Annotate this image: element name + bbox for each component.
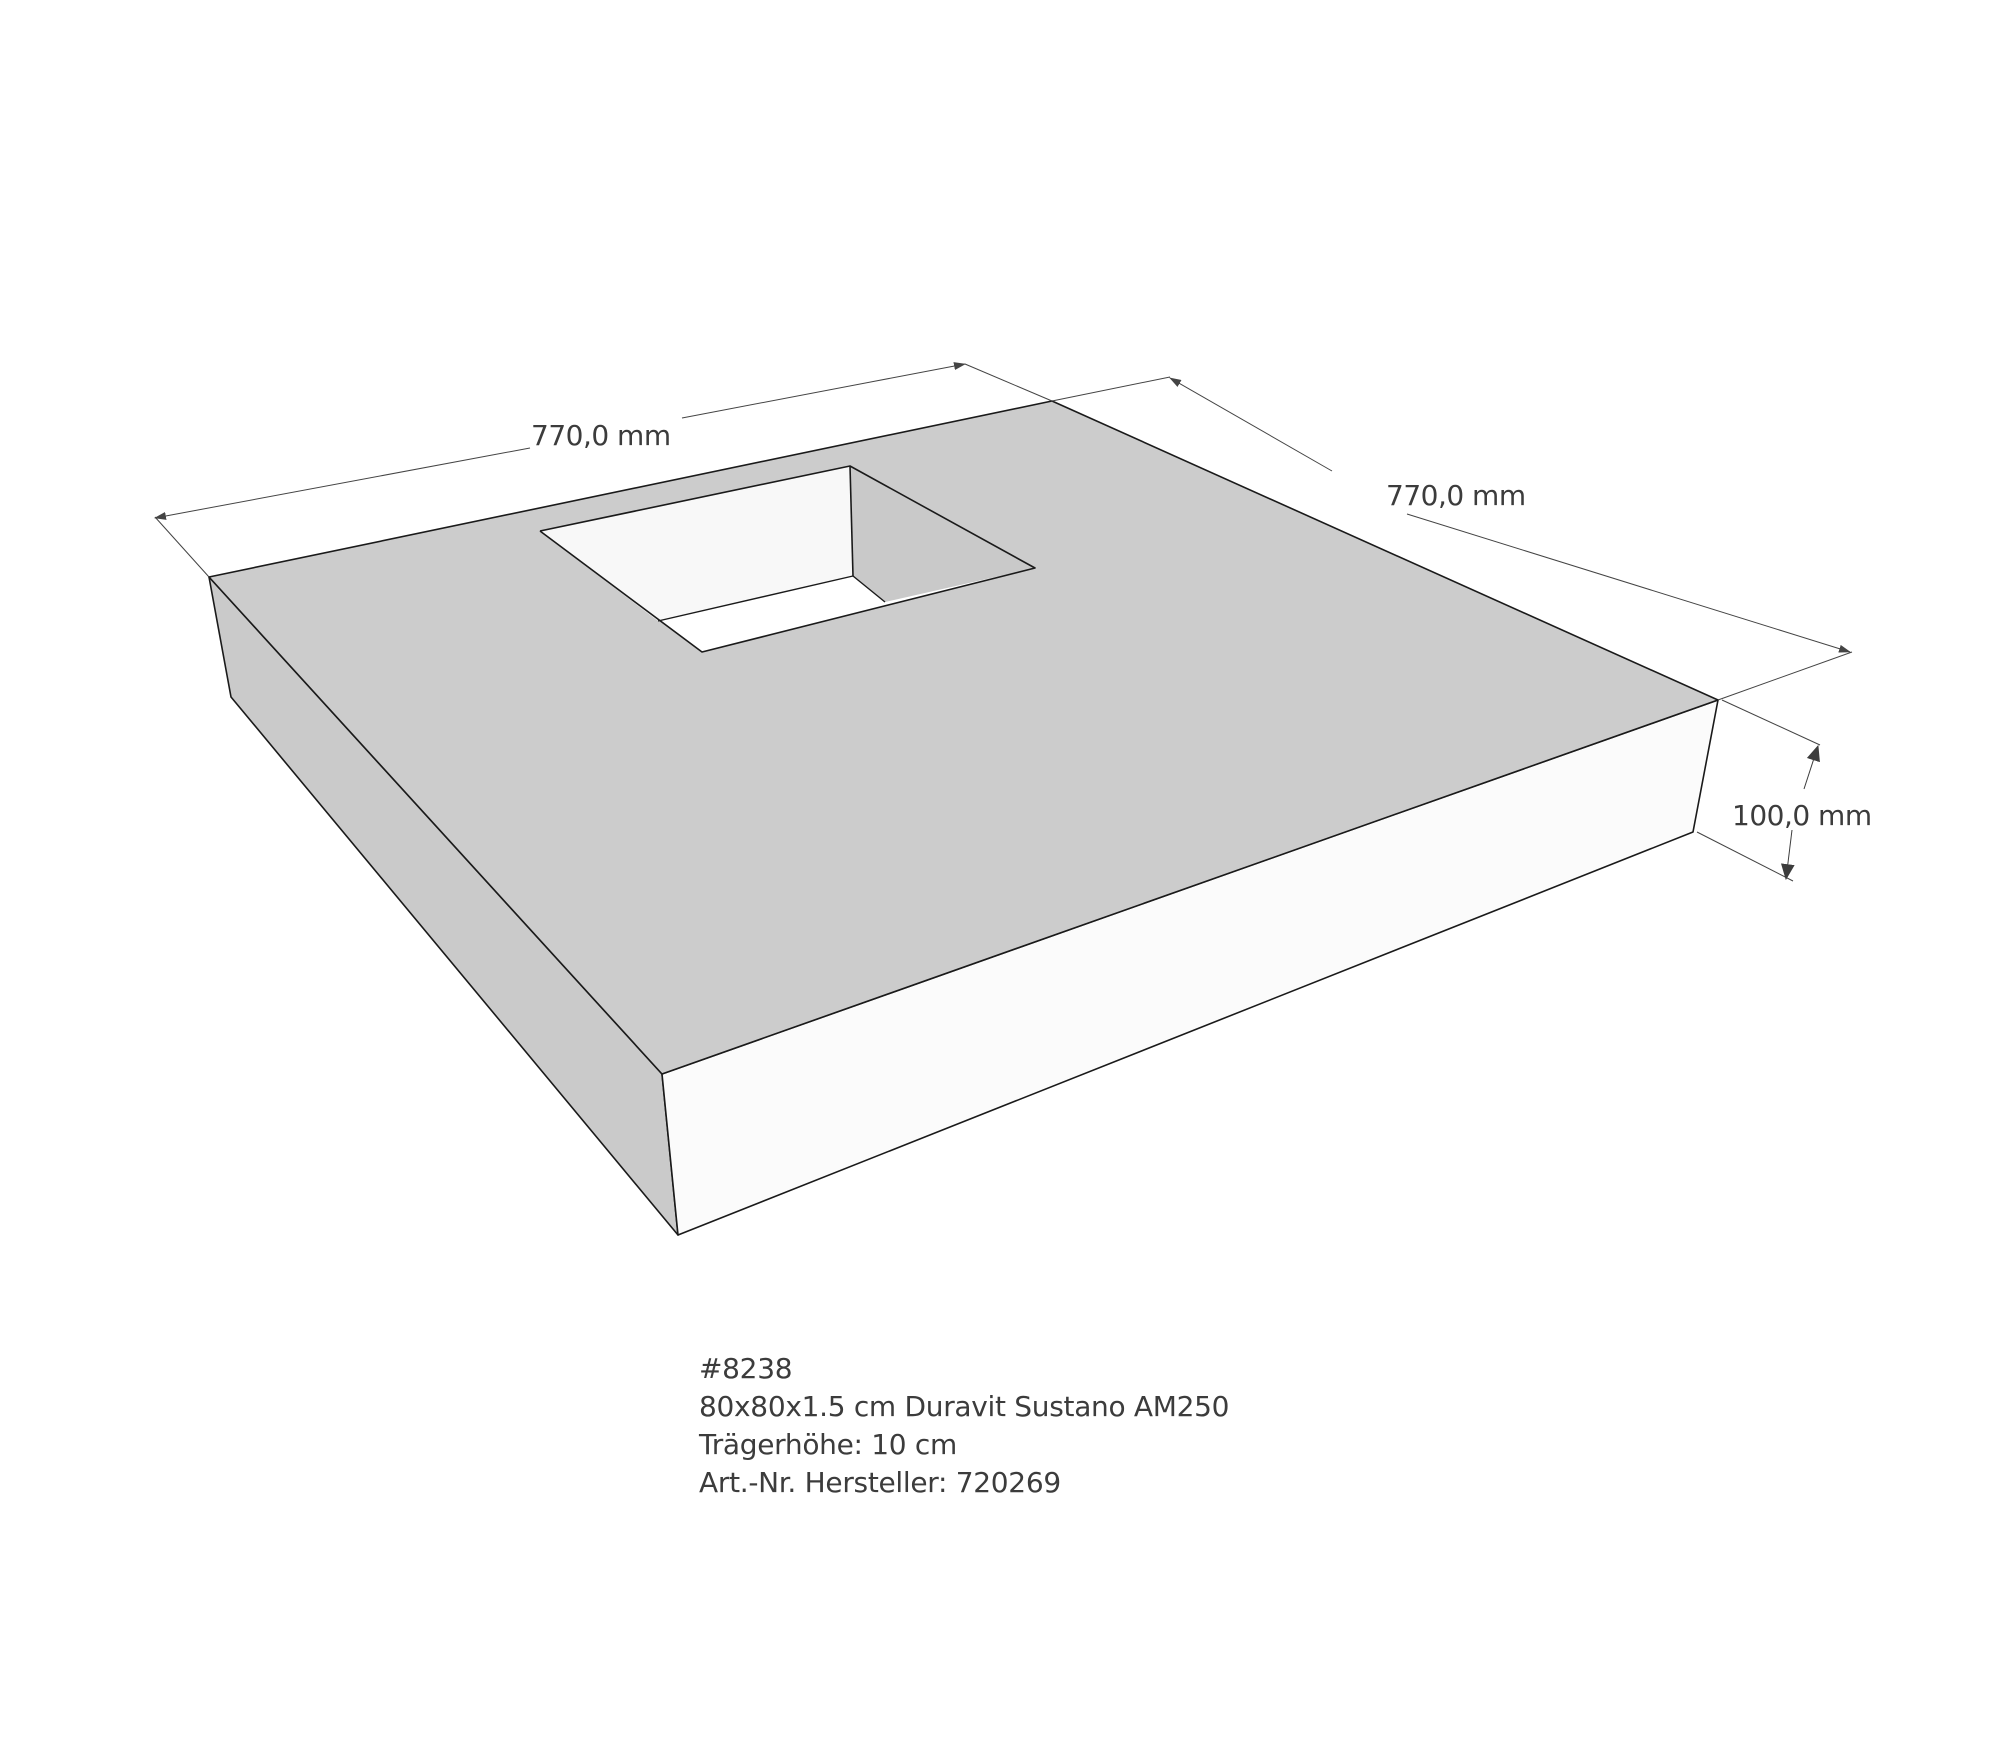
height-dimension-label: 100,0 mm: [1732, 799, 1872, 832]
dimension-height: [1696, 699, 1821, 882]
depth-dimension-label: 770,0 mm: [1386, 479, 1526, 512]
cutout-side-wall: [850, 466, 1035, 602]
manufacturer-article-number: Art.-Nr. Hersteller: 720269: [699, 1466, 1061, 1499]
square-cutout: [539, 465, 1036, 653]
cutout-back-wall: [540, 466, 853, 621]
product-id: #8238: [699, 1352, 793, 1385]
product-description: 80x80x1.5 cm Duravit Sustano AM250: [699, 1390, 1230, 1423]
dimension-width: [154, 362, 1053, 578]
dimension-depth: [1051, 376, 1853, 701]
support-height: Trägerhöhe: 10 cm: [699, 1428, 957, 1461]
width-dimension-label: 770,0 mm: [531, 419, 671, 452]
product-caption: #8238 80x80x1.5 cm Duravit Sustano AM250…: [699, 1350, 1229, 1502]
